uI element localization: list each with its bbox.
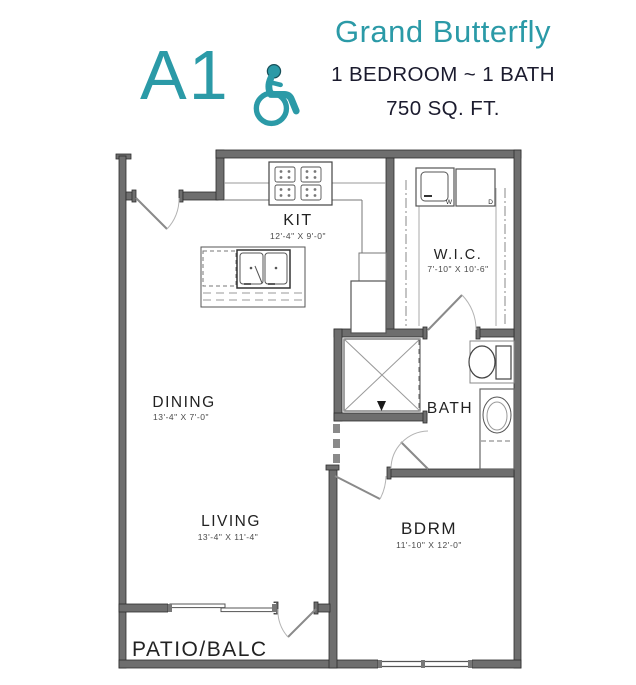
stove bbox=[268, 161, 333, 206]
property-name: Grand Butterfly bbox=[335, 14, 551, 49]
room-label-patio: PATIO/BALC bbox=[132, 638, 268, 661]
washer-letter: W bbox=[446, 199, 453, 206]
patio-door bbox=[277, 608, 317, 638]
bedroom-window bbox=[378, 659, 472, 669]
bedroom-door bbox=[334, 475, 387, 500]
washer: W bbox=[415, 167, 455, 207]
room-label-wic: W.I.C. bbox=[434, 247, 482, 263]
shower-head-icon bbox=[377, 401, 386, 411]
room-labels: KIT 12'-4" X 9'-0" W.I.C. 7'-10" X 10'-6… bbox=[132, 212, 488, 661]
roll-in-shower bbox=[343, 338, 421, 412]
double-sink bbox=[236, 249, 291, 289]
room-dims-dining: 13'-4" X 7'-0" bbox=[153, 412, 209, 422]
room-label-bath: BATH bbox=[427, 400, 473, 417]
room-dims-wic: 7'-10" X 10'-6" bbox=[427, 264, 488, 274]
kitchen-island bbox=[200, 246, 306, 308]
header-block: Grand Butterfly 1 BEDROOM ~ 1 BATH 750 S… bbox=[306, 14, 580, 121]
room-dims-living: 13'-4" X 11'-4" bbox=[198, 532, 259, 542]
vanity-sink bbox=[479, 388, 515, 470]
toilet bbox=[468, 340, 515, 384]
refrigerator bbox=[350, 280, 387, 334]
sqft-line: 750 SQ. FT. bbox=[386, 97, 500, 120]
room-dims-kit: 12'-4" X 9'-0" bbox=[270, 231, 326, 241]
wic-door bbox=[427, 294, 477, 331]
entry-door bbox=[135, 197, 180, 230]
unit-number: A1 bbox=[140, 36, 230, 114]
bath-door bbox=[390, 430, 429, 470]
doors bbox=[135, 197, 477, 638]
room-dims-bdrm: 11'-10" X 12'-0" bbox=[396, 540, 462, 550]
bed-bath-line: 1 BEDROOM ~ 1 BATH bbox=[331, 63, 555, 86]
patio-sliding-door bbox=[168, 603, 276, 613]
dishwasher bbox=[202, 250, 237, 287]
dryer: D bbox=[455, 168, 496, 207]
room-label-dining: DINING bbox=[152, 394, 215, 411]
kitchen-counter bbox=[224, 182, 387, 282]
room-label-bdrm: BDRM bbox=[401, 519, 457, 538]
room-label-kit: KIT bbox=[283, 212, 312, 229]
room-label-living: LIVING bbox=[201, 513, 261, 530]
dryer-letter: D bbox=[488, 199, 493, 206]
wheelchair-icon bbox=[246, 62, 304, 135]
walls bbox=[115, 149, 522, 669]
